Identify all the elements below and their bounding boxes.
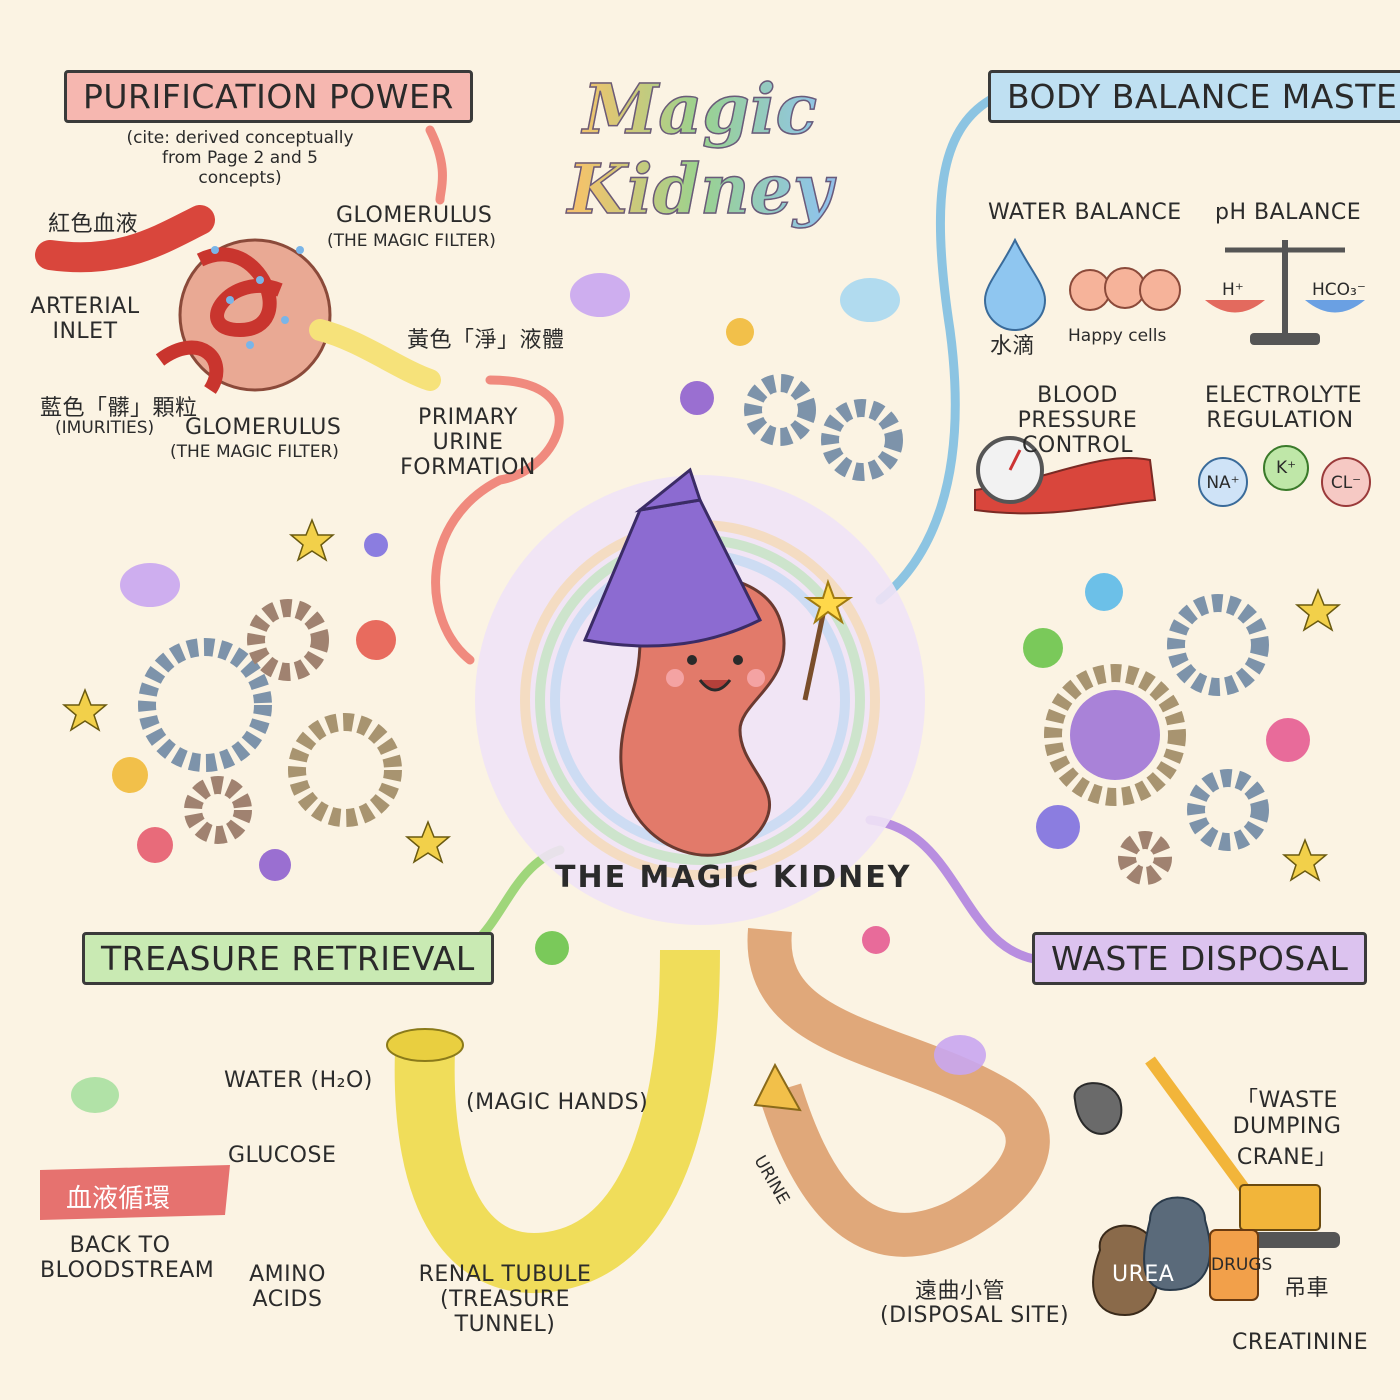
label-waste-crane: 「WASTE DUMPING CRANE」 (1232, 1088, 1342, 1170)
label-water-balance: WATER BALANCE (988, 200, 1182, 225)
water-drop (983, 237, 1047, 332)
magic-wand (802, 604, 828, 701)
ion-cl (1321, 457, 1371, 507)
label-glomerulus-top-sub: (THE MAGIC FILTER) (327, 231, 496, 251)
label-happy-cells: Happy cells (1068, 326, 1167, 346)
label-electrolyte: ELECTROLYTE REGULATION (1205, 383, 1363, 433)
connector-purification (425, 125, 447, 205)
label-glucose: GLUCOSE (228, 1143, 337, 1168)
label-arterial-inlet: ARTERIAL INLET (30, 294, 140, 344)
renal-tubule (394, 949, 720, 1293)
fairy (71, 273, 986, 1113)
label-k-ion: K⁺ (1275, 458, 1297, 478)
label-urea: UREA (1112, 1262, 1175, 1287)
glomerulus-capsule (178, 238, 332, 392)
label-blue-particles: 藍色「髒」顆粒 (40, 396, 198, 421)
label-cl-ion: CL⁻ (1330, 473, 1362, 493)
label-distal-tubule: 遠曲小管 (915, 1279, 1006, 1304)
label-magic-hands: (MAGIC HANDS) (466, 1090, 649, 1115)
label-amino-acids: AMINO ACIDS (249, 1262, 326, 1312)
urine-flow (309, 319, 441, 391)
decor-balls (112, 318, 1310, 965)
page-title: Magic Kidney (460, 69, 940, 231)
label-h-ion: H⁺ (1222, 280, 1244, 300)
connector-balance (875, 95, 995, 605)
label-back-to-bloodstream: BACK TO BLOODSTREAM (40, 1233, 215, 1283)
connector-purification-tail (431, 375, 564, 665)
connector-waste (865, 815, 1045, 965)
heading-waste-disposal: WASTE DISPOSAL (1032, 932, 1368, 985)
label-glomerulus-bottom: GLOMERULUS (185, 415, 342, 440)
label-ph-balance: pH BALANCE (1215, 200, 1362, 225)
label-drugs: DRUGS (1211, 1255, 1273, 1275)
label-red-blood: 紅色血液 (48, 212, 139, 237)
label-creatinine: CREATININE (1232, 1330, 1369, 1355)
label-glomerulus-top: GLOMERULUS (336, 203, 493, 228)
cite-note: (cite: derived conceptually from Page 2 … (126, 128, 354, 188)
label-renal-tubule: RENAL TUBULE (TREASURE TUNNEL) (418, 1262, 592, 1337)
urea-bag (1092, 1224, 1160, 1317)
circulation-banner (40, 1165, 230, 1220)
label-blood-pressure: BLOOD PRESSURE CONTROL (1017, 383, 1138, 458)
label-disposal-site: (DISPOSAL SITE) (880, 1303, 1070, 1328)
label-primary-urine: PRIMARY URINE FORMATION (400, 405, 536, 480)
center-label: THE MAGIC KIDNEY (555, 860, 912, 895)
label-water-drop: 水滴 (990, 334, 1036, 359)
wizard-hat (582, 498, 763, 648)
happy-cell (1069, 269, 1111, 311)
label-impurities: (IMURITIES) (55, 418, 155, 438)
label-blood-circulation: 血液循環 (66, 1184, 171, 1214)
heading-body-balance-master: BODY BALANCE MASTER (988, 70, 1400, 123)
label-yellow-liquid: 黃色「淨」液體 (407, 328, 565, 353)
label-water-h2o: WATER (H₂O) (224, 1068, 373, 1093)
label-crane-zh: 吊車 (1284, 1276, 1330, 1301)
label-hco3-ion: HCO₃⁻ (1312, 280, 1366, 300)
label-na-ion: NA⁺ (1206, 473, 1240, 493)
waste-tunnel (747, 928, 1050, 1257)
heading-purification-power: PURIFICATION POWER (64, 70, 473, 123)
ion-na (1198, 457, 1248, 507)
drugs-bottle (1209, 1229, 1259, 1301)
artery (35, 205, 215, 273)
label-glomerulus-bottom-sub: (THE MAGIC FILTER) (170, 442, 339, 462)
heading-treasure-retrieval: TREASURE RETRIEVAL (82, 932, 494, 985)
gear (138, 638, 272, 772)
ion-k (1263, 445, 1309, 491)
